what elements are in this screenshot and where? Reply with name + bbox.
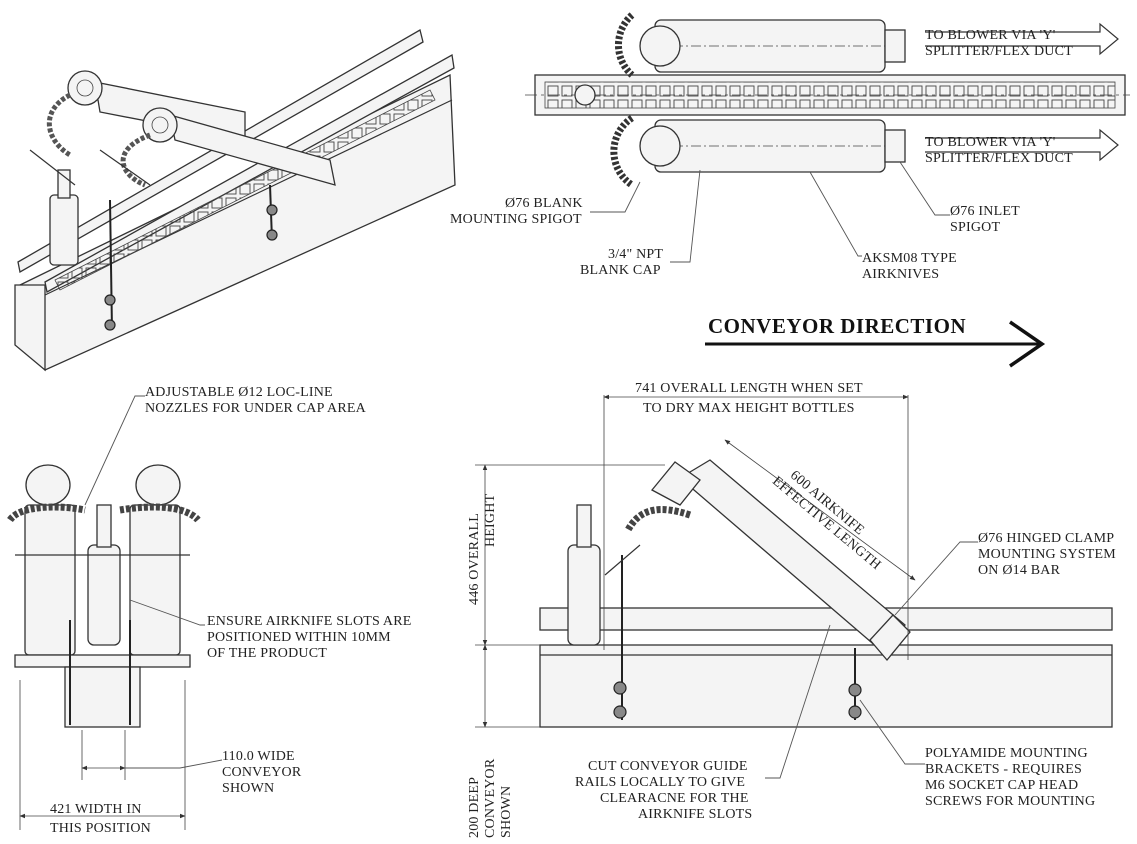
end-inlet-left [25,464,71,506]
iso-bottle [49,194,79,266]
end-bottle [87,544,121,646]
label-overall-height: 446 OVERALL HEIGHT [467,493,498,605]
iso-airknife-rear-inlet [67,70,103,106]
iso-conveyor-end [14,284,46,372]
label-brackets: POLYAMIDE MOUNTING BRACKETS - REQUIRES M… [925,746,1095,809]
end-airknife-left [24,504,76,656]
label-loc-line: ADJUSTABLE Ø12 LOC-LINE NOZZLES FOR UNDE… [145,385,367,416]
label-conveyor-depth: 200 DEEP CONVEYOR SHOWN [467,755,514,838]
iso-bottle-neck [57,169,71,199]
plan-hose-bottom [610,115,635,188]
blower-arrow-top [925,22,1119,56]
end-bottle-neck [96,504,112,548]
label-guide-rails: CUT CONVEYOR GUIDE RAILS LOCALLY TO GIVE… [575,759,752,822]
iso-loc-line-2 [120,132,151,188]
side-view [475,394,1113,779]
conveyor-direction-arrow [705,320,1046,368]
plan-hose-top [615,12,635,78]
plan-spigot-top [639,25,681,67]
side-bottle-neck [576,504,592,548]
label-blower-top: TO BLOWER VIA 'Y' SPLITTER/FLEX DUCT [925,28,1073,59]
label-blower-bottom: TO BLOWER VIA 'Y' SPLITTER/FLEX DUCT [925,135,1073,166]
end-conveyor-body [64,666,141,728]
plan-spigot-bottom [639,125,681,167]
label-blank-cap: 3/4" NPT BLANK CAP [580,247,667,278]
plan-bottle [574,84,596,106]
plan-inlet-bottom [884,129,906,163]
label-width-position: 421 WIDTH IN THIS POSITION [50,802,151,836]
end-inlet-right [135,464,181,506]
end-conveyor-top [14,654,191,668]
label-airknives-type: AKSM08 TYPE AIRKNIVES [862,251,961,282]
iso-loc-line-1 [46,92,72,158]
isometric-view [14,29,456,372]
plan-view [525,12,1130,263]
end-airknife-right [129,504,181,656]
label-inlet-spigot: Ø76 INLET SPIGOT [950,204,1023,235]
label-overall-length: 741 OVERALL LENGTH WHEN SET TO DRY MAX H… [635,381,866,416]
side-bottle [567,544,601,646]
iso-airknife-front-inlet [142,107,178,143]
end-view [7,395,223,830]
side-airknife-foot [869,614,911,662]
label-hinged-clamp: Ø76 HINGED CLAMP MOUNTING SYSTEM ON Ø14 … [978,531,1120,578]
side-conveyor [539,644,1113,728]
label-conveyor-width: 110.0 WIDE CONVEYOR SHOWN [222,749,305,796]
side-airknife-head [650,461,701,506]
label-slots-position: ENSURE AIRKNIFE SLOTS ARE POSITIONED WIT… [207,614,415,661]
blower-arrow-bottom [925,128,1119,162]
side-guide-rail [539,607,1113,631]
plan-inlet-top [884,29,906,63]
label-blank-spigot: Ø76 BLANK MOUNTING SPIGOT [450,196,586,227]
iso-guide-rail-front [44,53,455,293]
label-conveyor-direction: CONVEYOR DIRECTION [708,314,966,338]
